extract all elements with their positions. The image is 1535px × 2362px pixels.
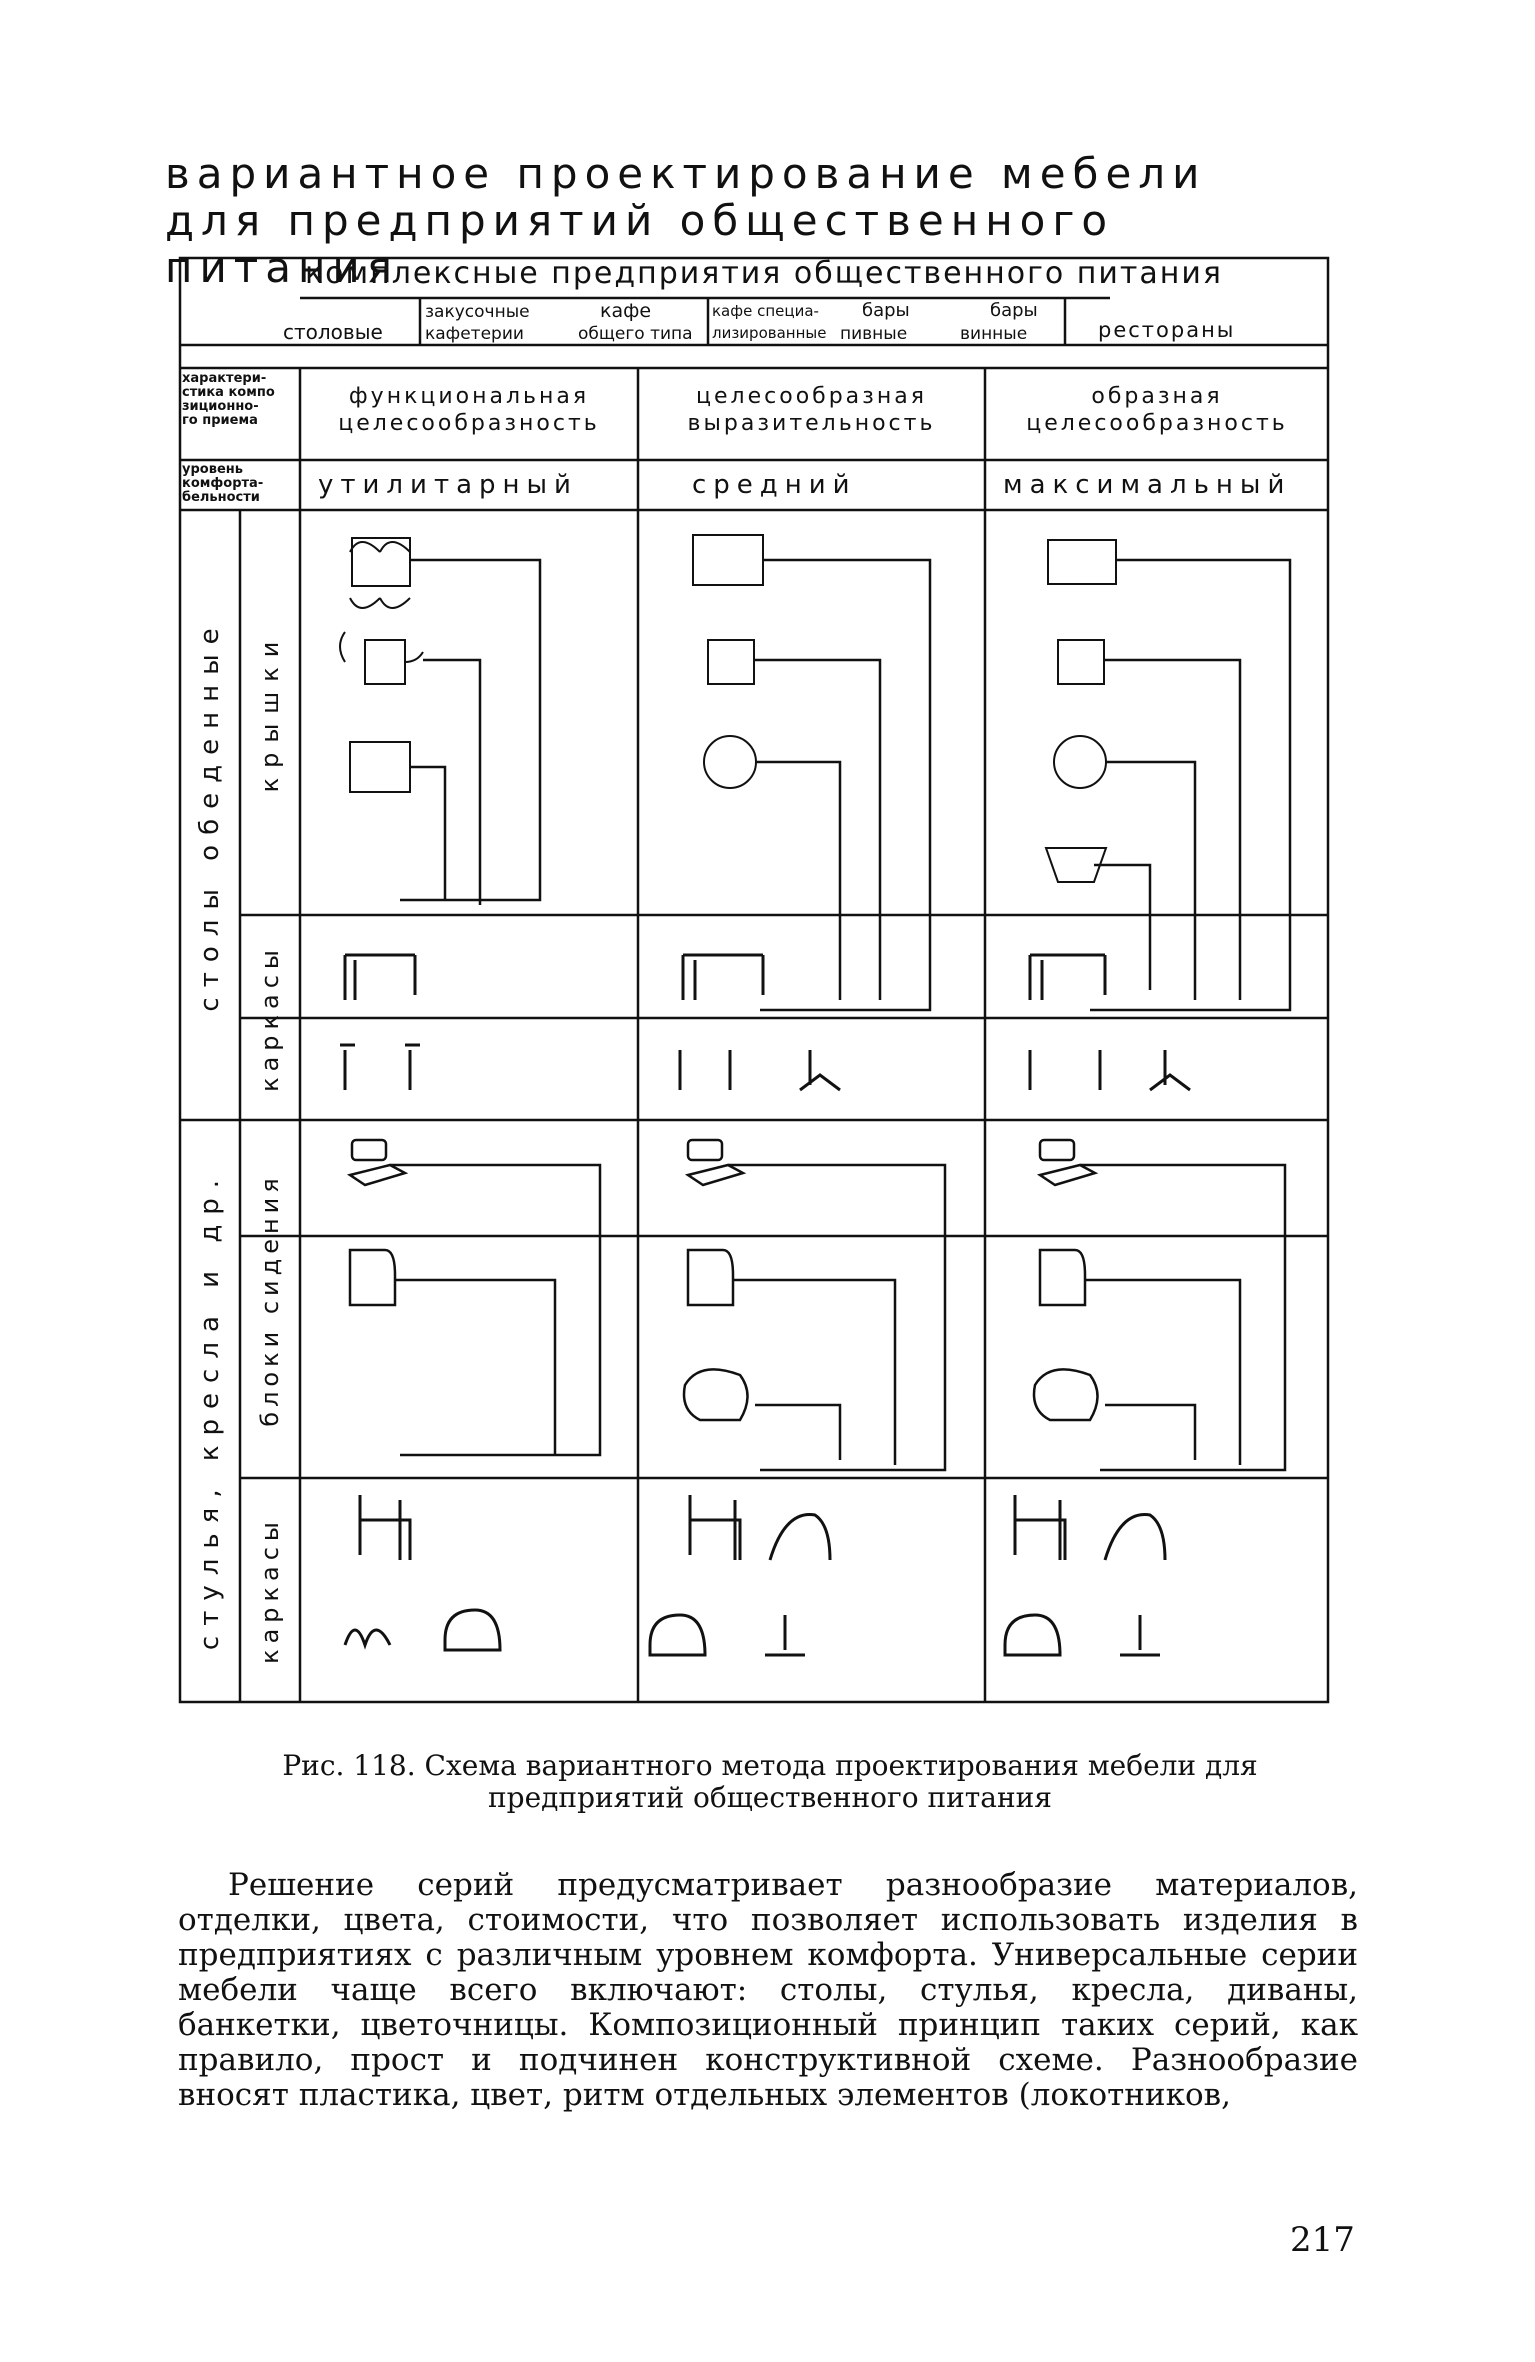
level-utilitarian: утилитарный	[318, 470, 578, 500]
row-header-characteristic-l2: стика компо	[182, 385, 275, 400]
figure-caption-line1: Рис. 118. Схема вариантного метода проек…	[282, 1749, 1258, 1782]
category-2-line1: целесообразная	[696, 384, 927, 409]
table-top-rect	[351, 537, 411, 587]
label-pivnye: пивные	[840, 324, 908, 344]
category-2: целесообразная выразительность	[640, 383, 983, 437]
chair-frame-1	[358, 1495, 412, 1560]
chair-frame-3	[1013, 1495, 1167, 1561]
category-1-line2: целесообразность	[338, 411, 600, 436]
table-frame-2	[681, 953, 765, 1000]
table-round-stone	[1053, 735, 1107, 789]
table-square-wood	[707, 639, 755, 685]
label-kafe: кафе	[600, 300, 652, 322]
armchair-shell-2	[682, 1368, 749, 1422]
chair-frame-2	[688, 1495, 832, 1561]
table-frame-1	[343, 953, 417, 1000]
group-tables-label: столы обеденные	[195, 618, 225, 1012]
table-top-square	[364, 639, 406, 685]
sub-karkasy2-label: каркасы	[256, 1516, 284, 1664]
header-main: комплексные предприятия общественного пи…	[305, 256, 1223, 291]
label-zakusochnye: закусочные	[425, 302, 530, 322]
page-number: 217	[1290, 2220, 1355, 2260]
seat-pad-3	[1038, 1138, 1076, 1162]
sub-bloki-label: блоки сидения	[256, 1173, 284, 1427]
table-top-stone	[1047, 539, 1117, 585]
category-3-line1: образная	[1091, 384, 1223, 409]
label-bary-vinnye: бары	[990, 300, 1038, 321]
armchair-shell-3	[1032, 1368, 1099, 1422]
sub-kryshki-label: крышки	[256, 631, 284, 793]
category-1: функциональная целесообразность	[302, 383, 636, 437]
table-round-wood	[703, 735, 757, 789]
label-bary-pivnye: бары	[862, 300, 910, 321]
label-restorany: рестораны	[1098, 318, 1236, 342]
table-trapezoid	[1044, 847, 1108, 883]
figure-title-line1: вариантное проектирование мебели	[165, 149, 1207, 198]
group-chairs-label: стулья, кресла и др.	[195, 1169, 225, 1651]
seat-shell-3	[1038, 1248, 1087, 1307]
scheme-frame	[178, 256, 1330, 1704]
category-2-line2: выразительность	[687, 411, 936, 436]
row-header-comfort-l3: бельности	[182, 490, 260, 505]
row-header-comfort-l1: уровень	[182, 462, 243, 477]
category-3: образная целесообразность	[987, 383, 1327, 437]
label-obshchego-tipa: общего типа	[578, 324, 693, 344]
label-vinnye: винные	[960, 324, 1028, 344]
level-medium: средний	[692, 470, 857, 500]
figure-caption: Рис. 118. Схема вариантного метода проек…	[180, 1750, 1360, 1814]
table-frame-3	[1028, 953, 1107, 1000]
table-square-stone	[1057, 639, 1105, 685]
label-kafe-spec: кафе специа-	[712, 302, 819, 320]
sub-karkasy-label: каркасы	[256, 944, 284, 1092]
table-top-double	[349, 741, 411, 793]
table-top-wood	[692, 534, 764, 586]
seat-pad-2	[686, 1138, 724, 1162]
row-header-characteristic-l4: го приема	[182, 413, 258, 428]
row-header-comfort-l2: комфорта-	[182, 476, 264, 491]
seat-shell-2	[686, 1248, 735, 1307]
category-3-line2: целесообразность	[1026, 411, 1288, 436]
figure-title-line2: для предприятий общественного питания	[165, 196, 1115, 292]
seat-pad-1	[350, 1138, 388, 1162]
level-maximum: максимальный	[1003, 470, 1292, 500]
label-stolovye: столовые	[283, 320, 383, 344]
seat-shell-1	[348, 1248, 397, 1307]
label-kafeterii: кафетерии	[425, 324, 524, 344]
row-header-characteristic-l1: характери-	[182, 371, 267, 386]
body-paragraph: Решение серий предусматривает разнообраз…	[178, 1867, 1358, 2113]
row-header-comfort: уровень комфорта- бельности	[182, 463, 263, 505]
category-1-line1: функциональная	[348, 384, 590, 409]
figure-title: вариантное проектирование мебели для пре…	[165, 150, 1365, 291]
row-header-characteristic: характери- стика компо зиционно- го прие…	[182, 372, 275, 428]
label-kafe-spec-2: лизированные	[712, 324, 827, 342]
row-header-characteristic-l3: зиционно-	[182, 399, 259, 414]
figure-caption-line2: предприятий общественного питания	[488, 1781, 1052, 1814]
